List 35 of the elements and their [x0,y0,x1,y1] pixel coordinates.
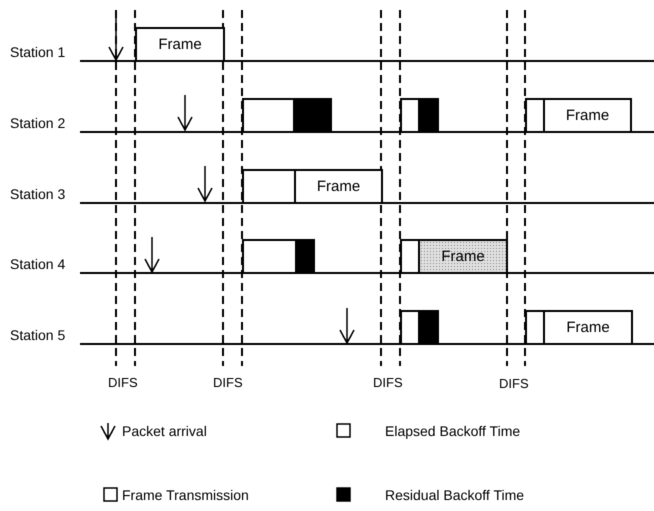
frame-label: Frame [316,178,360,195]
legend-label: Elapsed Backoff Time [385,423,520,439]
frame-box [543,98,632,133]
difs-label: DIFS [373,375,403,391]
frame-box [543,310,633,345]
elapsed-backoff-box [525,98,545,133]
station-label: Station 3 [10,186,66,202]
elapsed-backoff-box [400,310,420,345]
residual-backoff-box [295,239,315,274]
difs-label: DIFS [108,375,138,391]
residual-backoff-box [293,98,332,133]
station-label: Station 5 [10,327,66,343]
legend-label: Frame Transmission [122,487,249,503]
difs-label: DIFS [499,376,529,392]
elapsed-backoff-box [525,310,545,345]
station-label: Station 1 [10,44,66,60]
residual-backoff-box [418,310,439,345]
residual-backoff-box [418,98,439,133]
legend-label: Residual Backoff Time [385,487,524,503]
frame-box [418,239,508,274]
frame-box [294,169,383,204]
legend-label: Packet arrival [122,423,207,439]
frame-box [135,27,225,62]
frame-label: Frame [566,319,610,336]
frame-label: Frame [441,248,485,265]
elapsed-backoff-box [242,239,297,274]
elapsed-backoff-box [242,98,295,133]
frame-label: Frame [158,36,202,53]
elapsed-backoff-box [242,169,296,204]
station-label: Station 4 [10,256,66,272]
station-label: Station 2 [10,115,66,131]
elapsed-backoff-box [400,239,420,274]
elapsed-backoff-box [400,98,420,133]
frame-label: Frame [566,107,610,124]
difs-label: DIFS [213,375,243,391]
